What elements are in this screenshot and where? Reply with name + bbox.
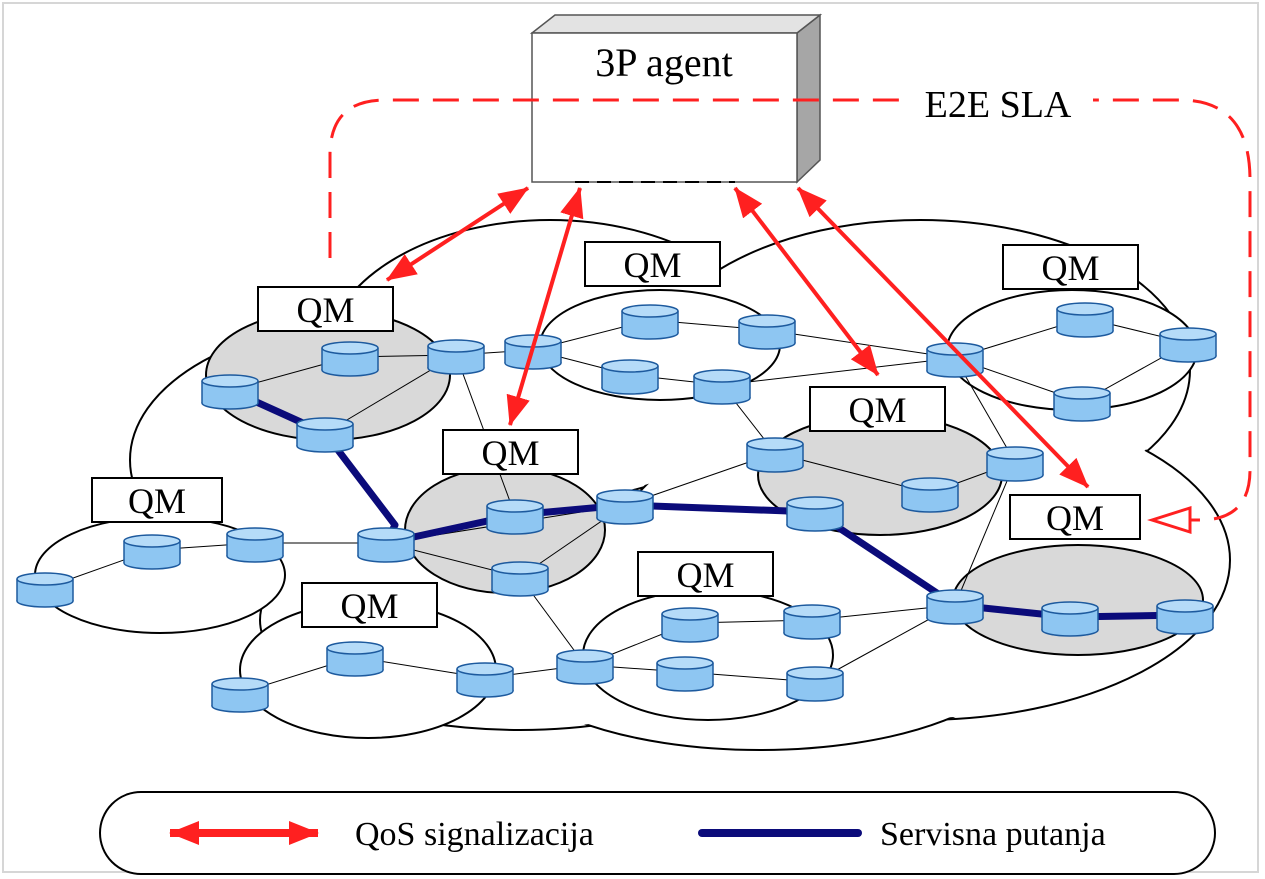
- qm-label: QM: [848, 390, 906, 430]
- router-icon: [693, 369, 751, 405]
- router-icon: [211, 677, 269, 713]
- router-icon: [901, 477, 959, 513]
- router-icon: [456, 662, 514, 698]
- qm-label: QM: [481, 433, 539, 473]
- qm-label: QM: [296, 290, 354, 330]
- router-icon: [326, 641, 384, 677]
- router-icon: [1041, 601, 1099, 637]
- router-icon: [596, 489, 654, 525]
- qm-label: QM: [128, 481, 186, 521]
- router-icon: [427, 339, 485, 375]
- qm-label: QM: [1046, 498, 1104, 538]
- router-icon: [783, 604, 841, 640]
- router-icon: [986, 446, 1044, 482]
- router-icon: [491, 561, 549, 597]
- router-icon: [296, 417, 354, 453]
- double-arrow-icon: [796, 186, 1090, 489]
- router-icon: [621, 304, 679, 340]
- router-icon: [1159, 327, 1217, 363]
- router-icon: [1156, 599, 1214, 635]
- agent-label: 3P agent: [595, 40, 732, 85]
- router-icon: [601, 359, 659, 395]
- qm-box: QM: [91, 477, 223, 523]
- router-icon: [926, 589, 984, 625]
- legend-signaling-label: QoS signalizacija: [355, 816, 594, 853]
- sla-label-bg: [905, 70, 1093, 136]
- router-icon: [661, 607, 719, 643]
- router-icon: [656, 656, 714, 692]
- router-icon: [746, 437, 804, 473]
- router-icon: [786, 666, 844, 702]
- router-icon: [1053, 386, 1111, 422]
- service-path: [228, 386, 1186, 621]
- double-arrow-icon: [506, 187, 584, 426]
- router-icon: [1056, 302, 1114, 338]
- qm-label: QM: [676, 555, 734, 595]
- double-arrow-icon: [385, 186, 530, 282]
- router-icon: [556, 649, 614, 685]
- domain-9: [952, 544, 1204, 656]
- router-icon: [123, 534, 181, 570]
- qm-box: QM: [637, 551, 774, 597]
- router-icon: [321, 341, 379, 377]
- qm-box: QM: [809, 386, 946, 432]
- qm-box: QM: [301, 582, 438, 628]
- qm-box: QM: [1009, 494, 1141, 540]
- sla-arrowhead-icon: [1147, 505, 1192, 535]
- qm-box: QM: [257, 286, 394, 332]
- legend-path-label: Servisna putanja: [880, 816, 1106, 853]
- legend: QoS signalizacija Servisna putanja: [99, 791, 1216, 875]
- qm-label: QM: [1041, 248, 1099, 288]
- qm-box: QM: [584, 241, 721, 287]
- router-icon: [226, 527, 284, 563]
- qos-signaling-arrows: [385, 186, 1090, 489]
- router-icon: [357, 527, 415, 563]
- qm-box: QM: [1002, 244, 1139, 290]
- router-icon: [201, 374, 259, 410]
- sla-loop: [328, 98, 1252, 522]
- router-icon: [486, 499, 544, 535]
- qm-box: QM: [442, 429, 579, 475]
- router-icon: [738, 314, 796, 350]
- router-icon: [786, 496, 844, 532]
- router-icon: [16, 572, 74, 608]
- qm-label: QM: [340, 586, 398, 626]
- sla-label: E2E SLA: [925, 84, 1072, 126]
- qm-label: QM: [623, 245, 681, 285]
